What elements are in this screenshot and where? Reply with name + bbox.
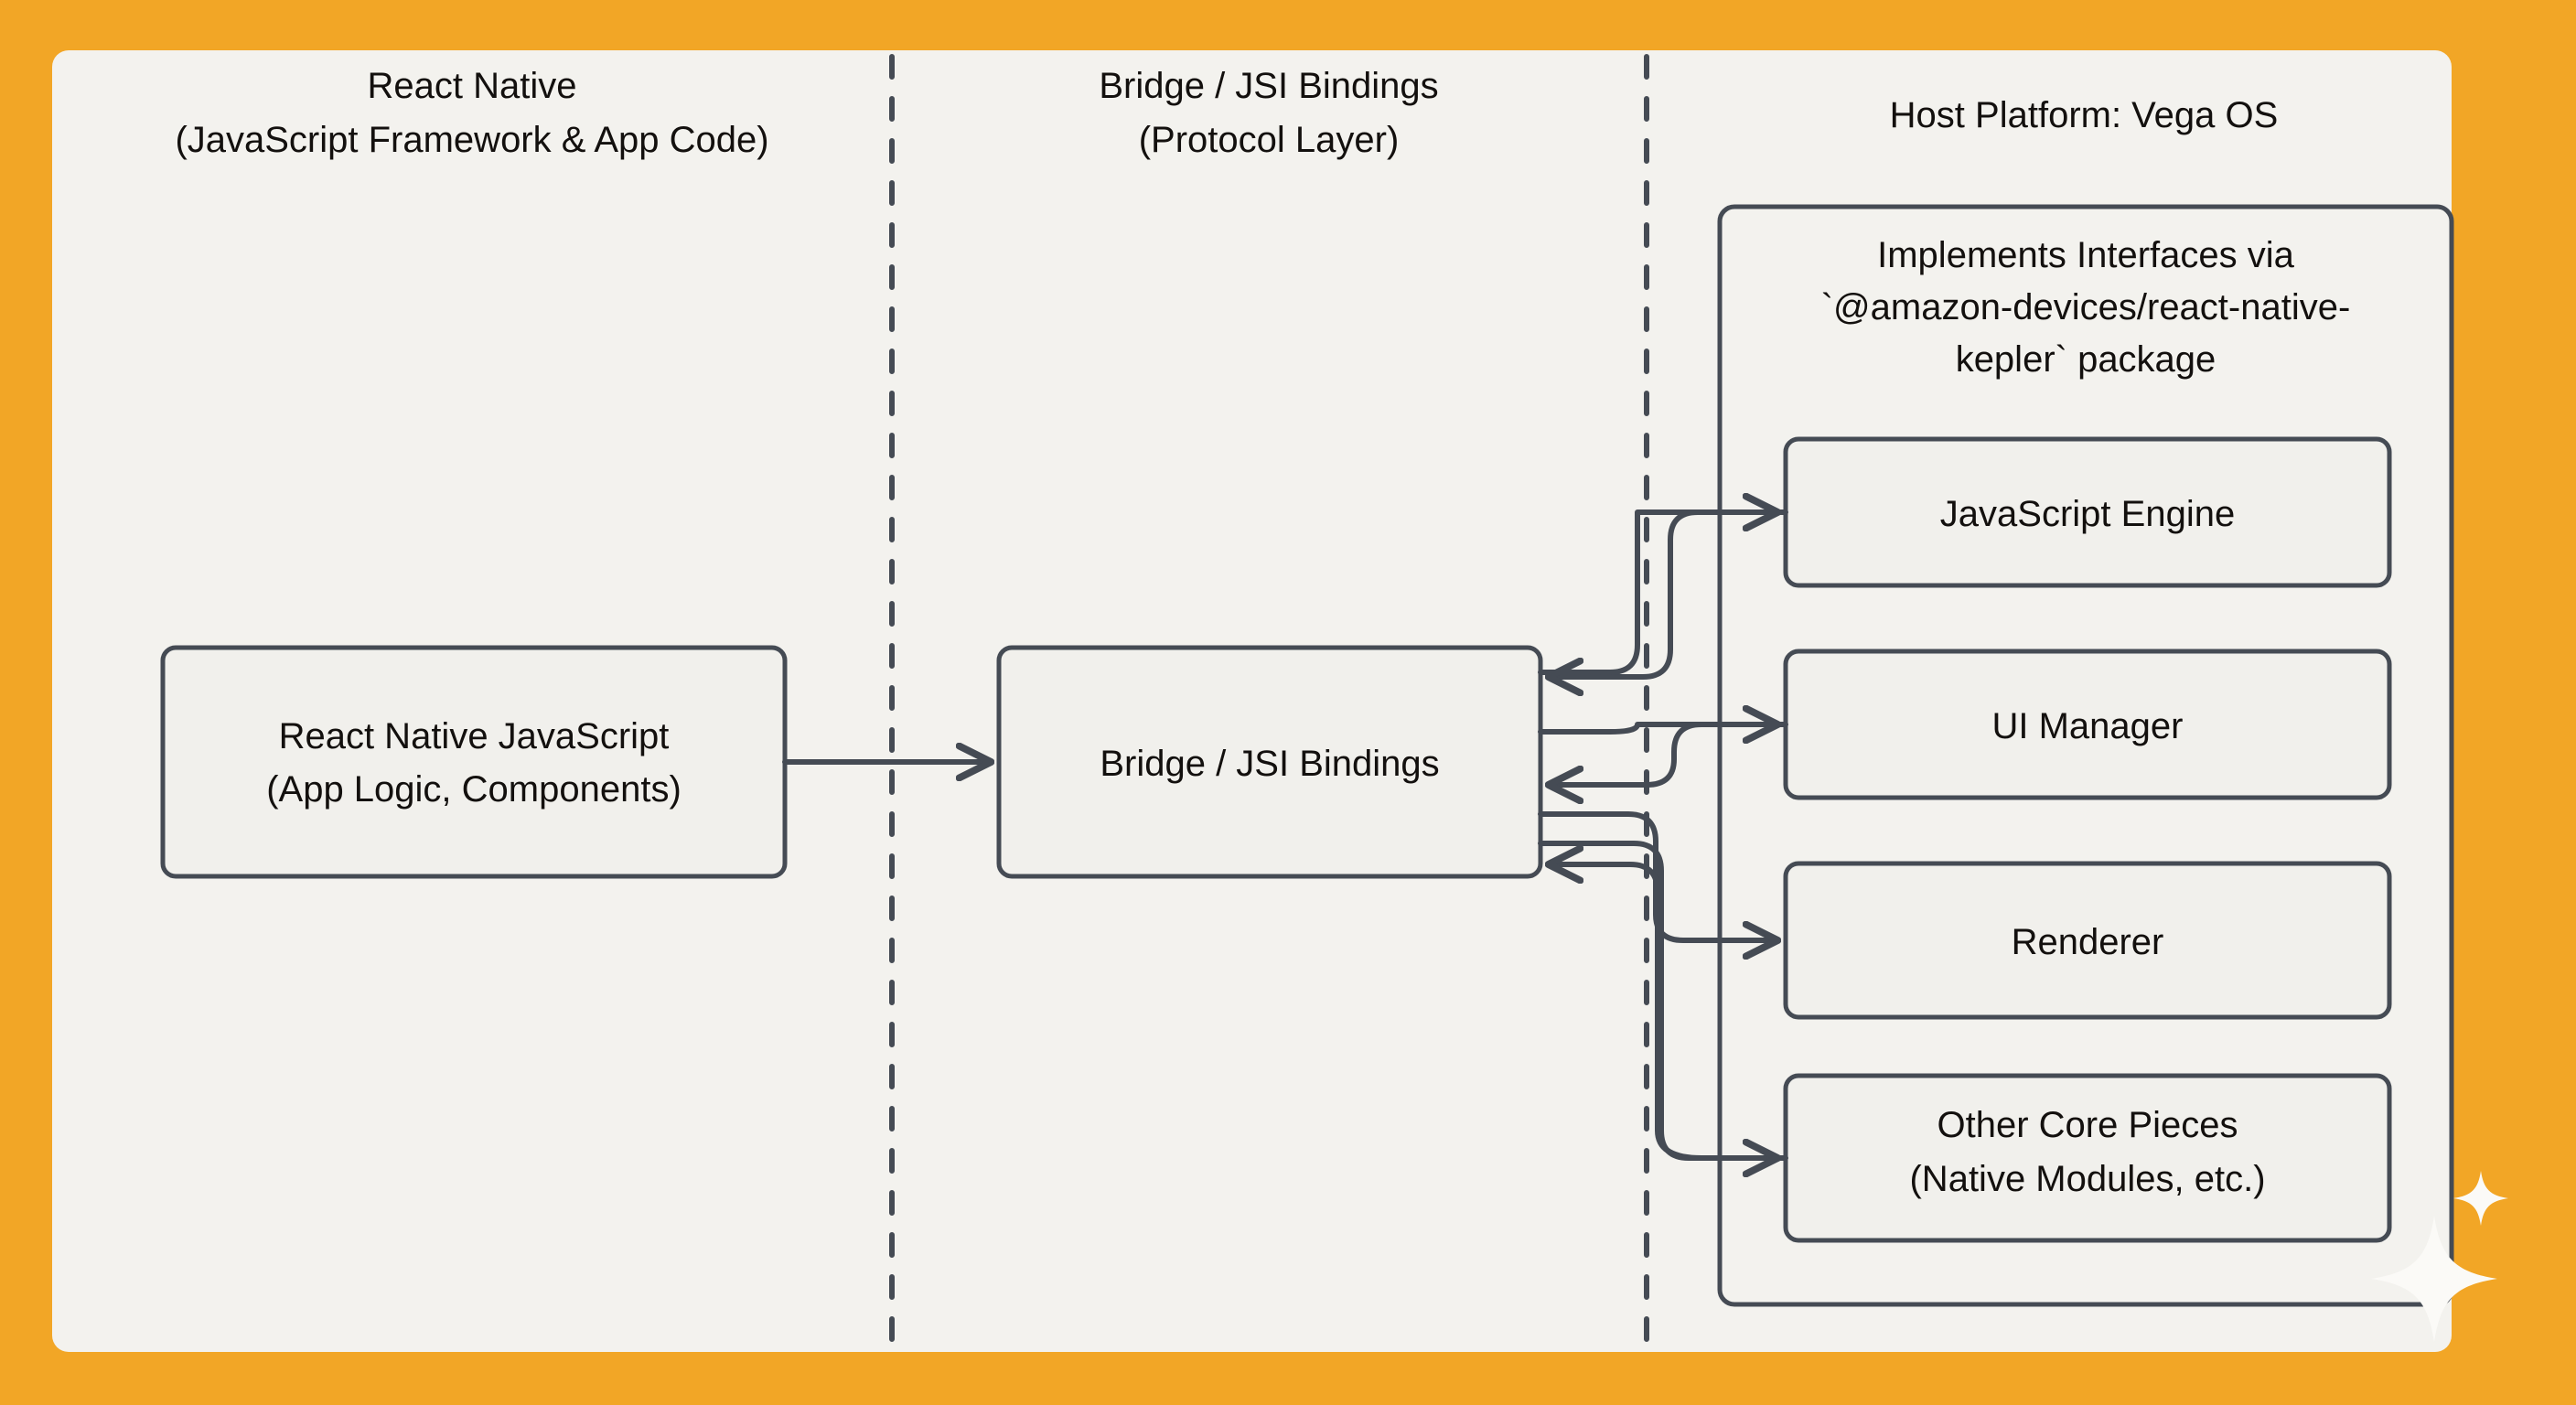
column-title-react-native-line2: (JavaScript Framework & App Code) — [175, 120, 768, 160]
node-bridge-jsi-bindings-label: Bridge / JSI Bindings — [1100, 744, 1439, 784]
group-title-line2: `@amazon-devices/react-native- — [1821, 287, 2351, 327]
node-javascript-engine-label: JavaScript Engine — [1940, 494, 2235, 534]
sparkle-decoration-small — [2453, 1171, 2508, 1226]
group-title-line1: Implements Interfaces via — [1877, 235, 2294, 275]
group-title-line3: kepler` package — [1956, 339, 2216, 380]
sparkle-decoration-large — [2371, 1216, 2497, 1342]
column-title-bridge-line2: (Protocol Layer) — [1139, 120, 1400, 160]
node-other-core-pieces-line1: Other Core Pieces — [1937, 1105, 2238, 1145]
edge-bridge-to-javascript-engine — [1538, 512, 1775, 675]
column-title-react-native-line1: React Native — [368, 66, 577, 106]
node-renderer[interactable] — [1783, 861, 2392, 1020]
node-react-native-javascript[interactable] — [160, 645, 788, 879]
column-title-bridge-line1: Bridge / JSI Bindings — [1099, 66, 1438, 106]
node-other-core-pieces[interactable] — [1783, 1073, 2392, 1243]
group-box-kepler-package — [1717, 204, 2454, 1307]
node-bridge-jsi-bindings[interactable] — [996, 645, 1543, 879]
node-other-core-pieces-line2: (Native Modules, etc.) — [1909, 1159, 2265, 1199]
node-react-native-javascript-line1: React Native JavaScript — [279, 716, 670, 756]
edge-bridge-to-ui-manager — [1538, 724, 1775, 732]
edge-bridge-to-other-core-pieces — [1538, 841, 1775, 1158]
node-renderer-label: Renderer — [2012, 922, 2164, 962]
column-title-host-platform-line1: Host Platform: Vega OS — [1890, 95, 2279, 135]
node-ui-manager-label: UI Manager — [1992, 706, 2184, 746]
node-react-native-javascript-line2: (App Logic, Components) — [266, 769, 682, 810]
